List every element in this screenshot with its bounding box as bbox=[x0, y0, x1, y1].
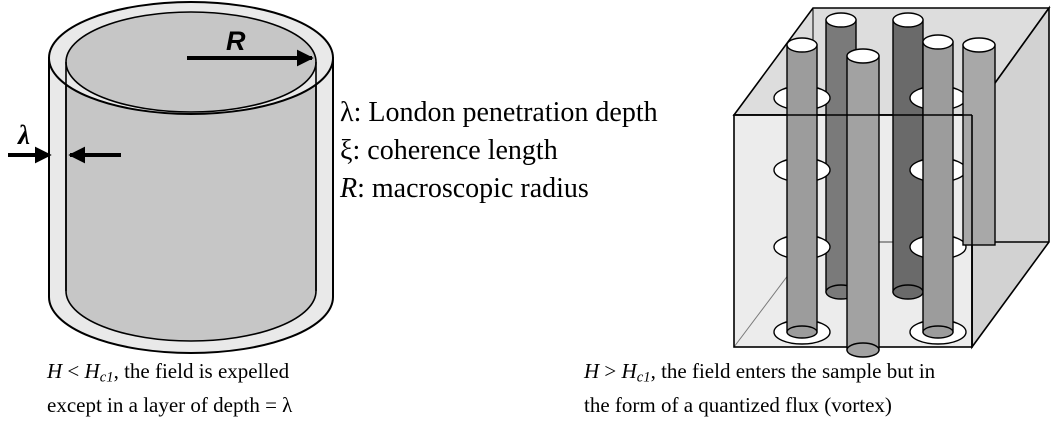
caption-line-2: the form of a quantized flux (vortex) bbox=[584, 392, 892, 417]
radius-label: R bbox=[226, 26, 246, 56]
caption-expelled: H < Hc1, the field is expelled except in… bbox=[47, 358, 292, 419]
legend-symbol: R bbox=[340, 173, 358, 204]
legend: λ: London penetration depth ξ: coherence… bbox=[340, 94, 658, 208]
legend-item-radius: R: macroscopic radius bbox=[340, 170, 658, 208]
inner-cylinder bbox=[65, 61, 317, 342]
superconducting-cylinder bbox=[48, 1, 334, 354]
lambda-label: λ bbox=[17, 120, 30, 150]
vortex-front-left bbox=[773, 37, 831, 345]
caption-vortex: H > Hc1, the field enters the sample but… bbox=[584, 358, 935, 419]
vortex-cube bbox=[732, 5, 1051, 358]
legend-text: : coherence length bbox=[352, 135, 558, 166]
caption-line-1: H > Hc1, the field enters the sample but… bbox=[584, 359, 936, 386]
caption-line-2: except in a layer of depth = λ bbox=[47, 392, 293, 417]
vortex-front-right bbox=[909, 34, 967, 345]
legend-text: : macroscopic radius bbox=[357, 173, 589, 204]
legend-symbol: λ bbox=[340, 97, 354, 128]
legend-item-xi: ξ: coherence length bbox=[340, 132, 658, 170]
vortex-far-right bbox=[962, 37, 996, 246]
vortex-front-mid bbox=[846, 48, 880, 358]
legend-item-lambda: λ: London penetration depth bbox=[340, 94, 658, 132]
caption-line-1: H < Hc1, the field is expelled bbox=[47, 359, 290, 386]
inner-top-face bbox=[65, 11, 317, 113]
legend-symbol: ξ bbox=[340, 135, 353, 166]
legend-text: : London penetration depth bbox=[353, 97, 658, 128]
